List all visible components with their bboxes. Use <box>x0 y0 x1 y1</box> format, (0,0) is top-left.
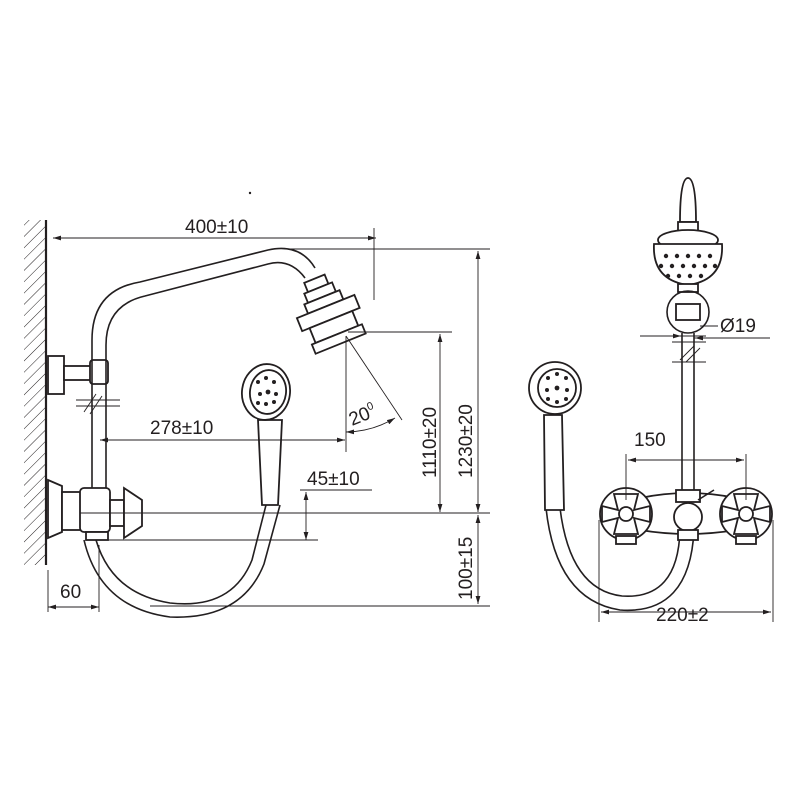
front-mixer-body <box>639 489 737 541</box>
front-hand-shower <box>528 361 695 612</box>
hand-shower-nozzles <box>256 376 278 406</box>
shower-arm-pipe <box>91 247 316 490</box>
stray-mark <box>248 191 252 195</box>
front-riser-pipe <box>681 333 695 492</box>
dim-overall-width-text: 220±2 <box>656 605 709 626</box>
front-head-nozzles <box>658 253 718 279</box>
shower-head <box>295 273 367 355</box>
dim-arm-reach-text: 400±10 <box>185 217 248 238</box>
side-view: 400±10 278±10 200 1110±20 1230±20 45±10 … <box>24 217 490 618</box>
wall <box>24 220 48 565</box>
front-hand-nozzles <box>545 372 569 404</box>
dim-valve-spacing-text: 150 <box>634 430 666 451</box>
front-swivel-ring <box>666 283 710 334</box>
dim-handset-offset-text: 278±10 <box>150 418 213 439</box>
dim-outlet-hose-text: 100±15 <box>456 537 477 600</box>
mixer-body <box>47 478 143 541</box>
dim-pipe-diameter-text: Ø19 <box>720 316 756 337</box>
front-pipe-top <box>677 177 699 235</box>
left-valve-handle <box>599 487 653 545</box>
front-shower-head <box>653 229 723 286</box>
side-dimension-lines <box>47 228 490 612</box>
front-dimension-lines <box>598 325 774 622</box>
dim-inlet-offset-text: 45±10 <box>307 469 360 490</box>
front-view: Ø19 150 220±2 <box>528 177 774 626</box>
dim-wall-clearance-text: 60 <box>60 582 81 603</box>
right-valve-handle <box>719 487 773 545</box>
dim-mixer-head-height-text: 1110±20 <box>420 407 441 478</box>
pipe-break-mark <box>76 393 120 415</box>
hand-shower <box>83 363 291 618</box>
front-break-mark <box>672 341 706 363</box>
dim-overall-height-text: 1230±20 <box>456 404 477 478</box>
dim-angle-text: 200 <box>346 400 380 431</box>
wall-bracket <box>47 355 109 395</box>
